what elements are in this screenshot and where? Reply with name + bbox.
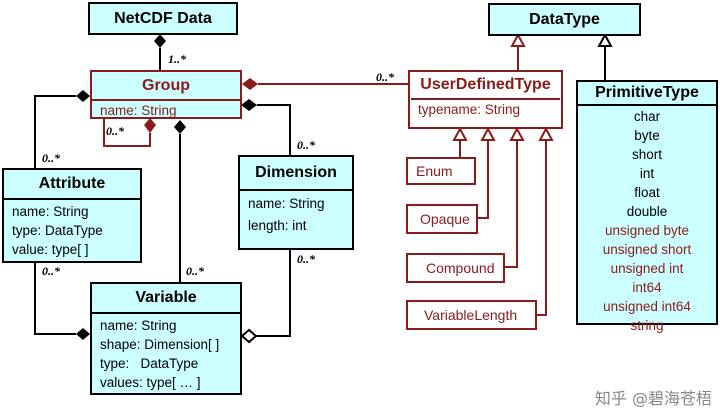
primitive-type-item: float xyxy=(634,185,660,200)
primitive-type-item: short xyxy=(631,147,662,162)
attribute-line: values: type[ … ] xyxy=(100,375,201,390)
primitive-datatype-generalization xyxy=(597,32,613,80)
watermark: 知乎 @碧海苍梧 xyxy=(594,389,712,408)
primitive-type-item: string xyxy=(630,318,664,333)
group-attribute-association xyxy=(34,90,90,168)
variable-length-class: VariableLength xyxy=(406,300,537,330)
class-title: Dimension xyxy=(255,164,337,181)
class-title: DataType xyxy=(529,10,600,28)
userdefined-type-class: UserDefinedType typename: String xyxy=(408,70,563,129)
varlen-generalization xyxy=(536,126,554,316)
composition-diamond xyxy=(76,328,90,340)
userdefined-datatype-generalization xyxy=(510,32,526,70)
attribute-variable-association xyxy=(34,262,90,340)
compound-generalization xyxy=(504,126,525,268)
class-title: Group xyxy=(142,77,190,94)
primitive-type-item: int xyxy=(639,166,655,181)
primitive-type-class: PrimitiveType char byte short int float … xyxy=(576,80,718,333)
aggregation-diamond xyxy=(240,328,258,344)
multiplicity-group-dimension: 0..* xyxy=(297,138,315,152)
class-title: VariableLength xyxy=(424,307,518,323)
multiplicity-group-variable: 0..* xyxy=(186,264,204,278)
group-userdefined-association xyxy=(242,78,408,90)
attribute-line: value: type[ ] xyxy=(12,242,89,257)
primitive-type-item: char xyxy=(633,109,661,124)
primitive-type-item: double xyxy=(626,204,668,219)
primitive-type-item: unsigned byte xyxy=(604,223,690,238)
primitive-type-item: int64 xyxy=(632,280,662,295)
multiplicity-group-attribute: 0..* xyxy=(42,151,60,165)
multiplicity-attribute-variable: 0..* xyxy=(42,264,60,278)
primitive-type-item: unsigned short xyxy=(602,242,692,257)
multiplicity-netcdf-group: 1..* xyxy=(168,52,186,66)
multiplicity-group-self: 0..* xyxy=(106,124,124,138)
group-class: Group name: String xyxy=(90,70,242,119)
dimension-class: Dimension name: String length: int xyxy=(238,155,354,250)
attribute-line: shape: Dimension[ ] xyxy=(100,337,220,352)
enum-generalization xyxy=(452,126,468,157)
composition-diamond xyxy=(241,99,257,111)
attribute-line: name: String xyxy=(12,204,89,219)
enum-class: Enum xyxy=(406,157,476,185)
attribute-line: type: DataType xyxy=(12,223,103,238)
multiplicity-group-userdefined: 0..* xyxy=(376,70,394,84)
generalization-arrow xyxy=(597,32,613,47)
composition-diamond xyxy=(174,120,186,134)
composition-diamond xyxy=(242,78,258,90)
attribute-class: Attribute name: String type: DataType va… xyxy=(2,168,142,263)
class-title: UserDefinedType xyxy=(420,76,551,93)
class-title: Enum xyxy=(416,163,453,179)
composition-diamond xyxy=(154,34,166,48)
attribute-line: typename: String xyxy=(418,102,521,117)
attribute-line: length: int xyxy=(248,218,307,233)
primitive-type-item: unsigned int xyxy=(610,261,684,276)
multiplicity-dimension-variable: 0..* xyxy=(297,252,315,266)
primitive-type-item: unsigned int64 xyxy=(603,299,691,314)
class-title: NetCDF Data xyxy=(114,9,212,27)
class-title: Variable xyxy=(135,289,197,306)
class-title: Opaque xyxy=(420,211,470,227)
compound-class: Compound xyxy=(406,253,505,283)
attribute-line: name: String xyxy=(100,103,177,118)
datatype-class: DataType xyxy=(488,3,641,36)
opaque-class: Opaque xyxy=(406,204,478,234)
dimension-variable-association xyxy=(240,249,291,344)
class-title: Attribute xyxy=(38,175,106,192)
group-self-association xyxy=(103,118,156,147)
generalization-arrow xyxy=(510,32,526,47)
primitive-type-item: byte xyxy=(634,128,660,143)
attribute-line: name: String xyxy=(248,196,325,211)
opaque-generalization xyxy=(477,126,496,219)
group-variable-association xyxy=(174,120,186,282)
composition-diamond xyxy=(76,90,90,102)
attribute-line: name: String xyxy=(100,318,177,333)
netcdf-data-class: NetCDF Data xyxy=(88,2,238,35)
class-title: PrimitiveType xyxy=(595,84,699,101)
class-title: Compound xyxy=(426,260,495,276)
netcdf-group-association xyxy=(154,34,166,70)
group-dimension-association xyxy=(241,99,291,155)
attribute-line: type: DataType xyxy=(100,356,199,371)
composition-diamond xyxy=(144,118,156,133)
variable-class: Variable name: String shape: Dimension[ … xyxy=(90,282,242,395)
